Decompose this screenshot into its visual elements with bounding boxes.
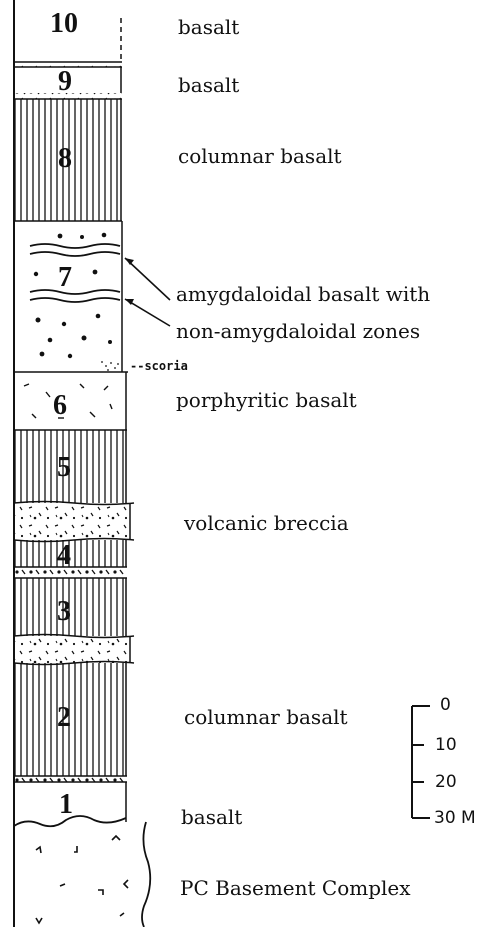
label-unit-6: porphyritic basalt [176,390,357,410]
label-unit-8: columnar basalt [178,146,342,166]
unit-5 [14,430,134,542]
label-unit-7-line1: amygdaloidal basalt with [176,284,430,304]
unit-2-number: 2 [57,702,71,733]
unit-5-number: 5 [57,452,71,483]
unit-1-number: 1 [59,789,73,820]
unit-6-number: 6 [53,390,67,421]
scale-bar [412,706,430,818]
unit-7 [14,221,170,372]
volcanic-breccia-band [14,504,131,540]
unit-9-number: 9 [58,66,72,97]
scale-tick-0: 0 [440,697,451,714]
unit-6 [14,372,127,430]
label-unit-1: basalt [181,807,242,827]
unit-3 [14,578,134,665]
scale-tick-10: 10 [435,737,457,754]
label-scoria: --scoria [130,359,188,373]
unit-4-number: 4 [57,540,71,571]
unit-8-number: 8 [58,143,72,174]
basement-complex [36,822,150,927]
scale-tick-20: 20 [435,774,457,791]
label-unit-10: basalt [178,17,239,37]
unit-7-number: 7 [58,262,72,293]
label-unit-2: columnar basalt [184,707,348,727]
unit-3-number: 3 [57,596,71,627]
label-unit-7-line2: non-amygdaloidal zones [176,321,420,341]
scale-tick-30m: 30 M [434,810,476,827]
volcanic-breccia-band-lower [14,637,131,663]
unit-10-number: 10 [50,8,78,39]
label-volcanic-breccia: volcanic breccia [184,513,349,533]
label-unit-9: basalt [178,75,239,95]
label-basement-complex: PC Basement Complex [180,878,411,898]
